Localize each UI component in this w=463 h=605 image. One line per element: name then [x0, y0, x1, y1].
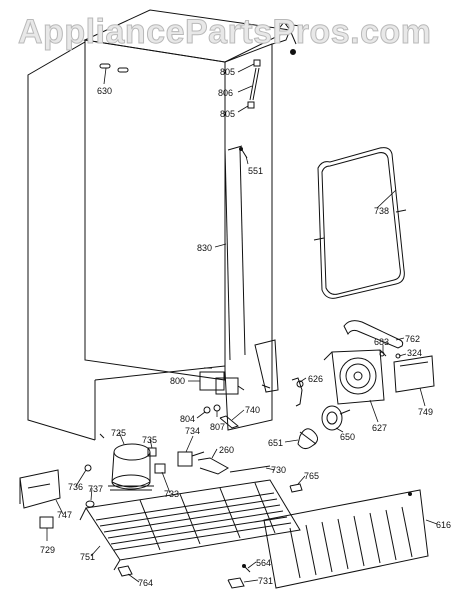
water-valve-800 — [199, 367, 245, 395]
part-737 — [85, 500, 95, 508]
label-324: 324 — [407, 348, 422, 358]
fan-blade-651 — [297, 428, 318, 450]
rail-730 — [229, 465, 271, 473]
label-805-bottom: 805 — [220, 109, 235, 119]
label-729: 729 — [40, 545, 55, 555]
label-626: 626 — [308, 374, 323, 384]
condenser-coil-751 — [79, 479, 301, 571]
label-735: 735 — [142, 435, 157, 445]
label-806: 806 — [218, 88, 233, 98]
label-751: 751 — [80, 552, 95, 562]
label-747: 747 — [57, 510, 72, 520]
label-740: 740 — [245, 405, 260, 415]
part-804 — [203, 406, 211, 414]
label-764: 764 — [138, 578, 153, 588]
label-749: 749 — [418, 407, 433, 417]
label-616: 616 — [436, 520, 451, 530]
relay-734 — [177, 451, 205, 467]
clip-764 — [117, 565, 133, 577]
label-630: 630 — [97, 86, 112, 96]
part-729 — [39, 516, 54, 529]
label-627: 627 — [372, 423, 387, 433]
grille-616 — [263, 489, 429, 589]
part-number-labels: 630 805 806 805 551 738 830 762 683 324 … — [40, 67, 451, 588]
label-830: 830 — [197, 243, 212, 253]
tube-762 — [343, 320, 404, 349]
label-260: 260 — [219, 445, 234, 455]
fan-motor-650 — [321, 405, 351, 431]
part-736 — [84, 464, 92, 472]
part-807 — [213, 404, 221, 412]
label-725: 725 — [111, 428, 126, 438]
bracket-747 — [19, 469, 61, 509]
clip-626 — [291, 377, 304, 407]
label-805-top: 805 — [220, 67, 235, 77]
label-564: 564 — [256, 558, 271, 568]
gasket-738 — [313, 147, 407, 299]
label-731: 731 — [258, 576, 273, 586]
top-hinge-bracket — [277, 21, 301, 55]
watermark-text: AppliancePartsPros.com — [18, 13, 432, 52]
refrigerator-cabinet — [27, 9, 292, 441]
label-737: 737 — [88, 484, 103, 494]
panel-749 — [393, 355, 435, 393]
screw-564 — [242, 564, 251, 573]
part-733 — [154, 463, 166, 474]
label-734: 734 — [185, 426, 200, 436]
leader-lines — [46, 63, 438, 583]
clip-731 — [227, 577, 245, 589]
bracket-260 — [197, 457, 229, 475]
label-765: 765 — [304, 471, 319, 481]
label-730: 730 — [271, 465, 286, 475]
label-650: 650 — [340, 432, 355, 442]
label-683: 683 — [374, 337, 389, 347]
tube-assembly-806 — [247, 59, 261, 109]
clip-765 — [289, 483, 303, 493]
compressor-725 — [108, 443, 154, 491]
label-804: 804 — [180, 414, 195, 424]
label-738: 738 — [374, 206, 389, 216]
label-733: 733 — [164, 489, 179, 499]
label-807: 807 — [210, 422, 225, 432]
label-762: 762 — [405, 334, 420, 344]
label-800: 800 — [170, 376, 185, 386]
label-651: 651 — [268, 438, 283, 448]
label-736: 736 — [68, 482, 83, 492]
door-hinge-630 — [99, 63, 129, 73]
label-551: 551 — [248, 166, 263, 176]
bracket-740 — [219, 415, 240, 429]
fan-bracket-627 — [323, 349, 387, 405]
